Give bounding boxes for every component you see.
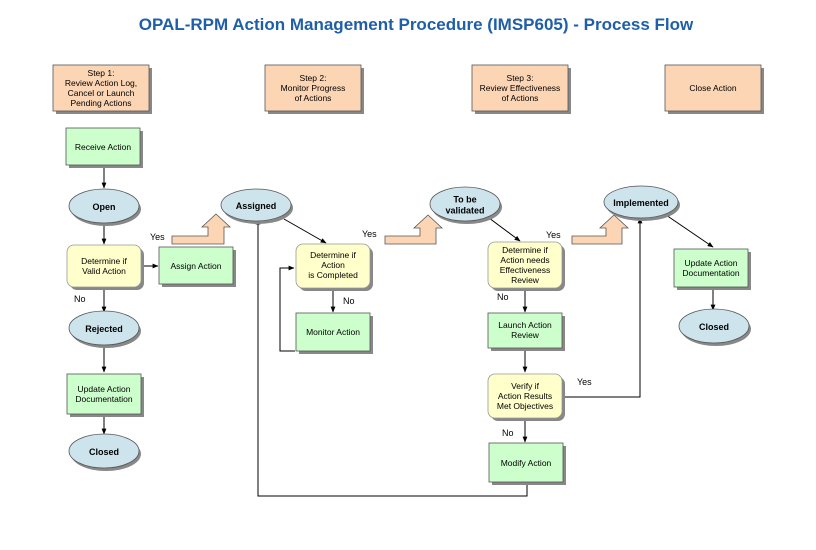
no-label-completed: No [343,296,355,306]
text-line: Launch Action [498,320,552,330]
text-line: Close Action [689,83,737,93]
text-line: Determine if [502,245,548,255]
text-line: Verify if [511,381,540,391]
step1-header: Step 1:Review Action Log,Cancel or Launc… [52,64,152,114]
text-line: Open [92,202,115,212]
shape-label: Closed [89,447,119,457]
diagram-title: OPAL-RPM Action Management Procedure (IM… [139,15,694,34]
text-line: Implemented [613,198,669,208]
shape-label: Assign Action [170,261,221,271]
text-line: validated [445,206,484,216]
text-line: Step 2: [300,73,327,83]
state-open: Open [68,188,141,226]
text-line: Valid Action [82,266,126,276]
state-implemented: Implemented [603,185,680,221]
text-line: Step 1: [88,68,115,78]
text-line: Determine if [81,256,127,266]
close-action-header-text: Close Action [689,83,737,93]
text-line: Determine if [310,250,356,260]
text-line: Closed [89,447,119,457]
text-line: Assigned [236,201,277,211]
text-line: Update Action [685,258,738,268]
monitor-action-box: Monitor Action [295,312,373,354]
block-arrow-2 [384,214,444,245]
text-line: Action needs [500,255,549,265]
state-rejected: Rejected [68,310,141,348]
text-line: Receive Action [75,142,131,152]
shape-label: Implemented [613,198,669,208]
no-label-met-objectives: No [502,428,514,438]
text-line: Closed [699,322,729,332]
text-line: Monitor Action [306,327,360,337]
text-line: Modify Action [501,458,552,468]
yes-label-valid: Yes [150,232,165,242]
state-closed-1: Closed [68,433,141,471]
text-line: Documentation [682,268,739,278]
text-line: Cancel or Launch [68,88,135,98]
no-label-valid: No [74,294,86,304]
shape-label: Modify Action [501,458,552,468]
text-line: Rejected [85,324,123,334]
text-line: Documentation [75,394,132,404]
text-line: of Actions [502,93,539,103]
text-line: Update Action [78,384,131,394]
yes-label-completed: Yes [362,229,377,239]
block-arrow-3 [571,214,630,245]
assign-action-box: Assign Action [158,246,236,287]
text-line: Effectiveness [500,265,550,275]
shape-label: Closed [699,322,729,332]
shape-label: Receive Action [75,142,131,152]
receive-action-box: Receive Action [65,127,143,168]
text-line: To be [453,195,476,205]
shape-label: Assigned [236,201,277,211]
yes-label-met-objectives: Yes [577,377,592,387]
text-line: Review [511,330,540,340]
text-line: Step 3: [507,73,534,83]
modify-action-box: Modify Action [488,442,566,485]
text-line: Met Objectives [497,401,553,411]
text-line: Action Results [498,391,552,401]
text-line: is Completed [308,270,358,280]
connectors [101,166,716,497]
text-line: Review Effectiveness [480,83,561,93]
no-label-needs-review: No [497,292,509,302]
step1-header-text: Step 1:Review Action Log,Cancel or Launc… [65,68,137,108]
state-closed-2: Closed [678,308,751,346]
block-arrow-1 [171,213,232,245]
text-line: Assign Action [170,261,221,271]
text-line: Action [321,260,345,270]
shape-label: Open [92,202,115,212]
state-assigned: Assigned [220,188,293,224]
text-line: Review [511,275,540,285]
shape-label: Monitor Action [306,327,360,337]
yes-label-needs-review: Yes [546,230,561,240]
text-line: of Actions [295,93,332,103]
close-action-header: Close Action [664,64,764,114]
text-line: Pending Actions [71,98,132,108]
text-line: Monitor Progress [281,83,346,93]
text-line: Review Action Log, [65,78,137,88]
shape-label: Rejected [85,324,123,334]
